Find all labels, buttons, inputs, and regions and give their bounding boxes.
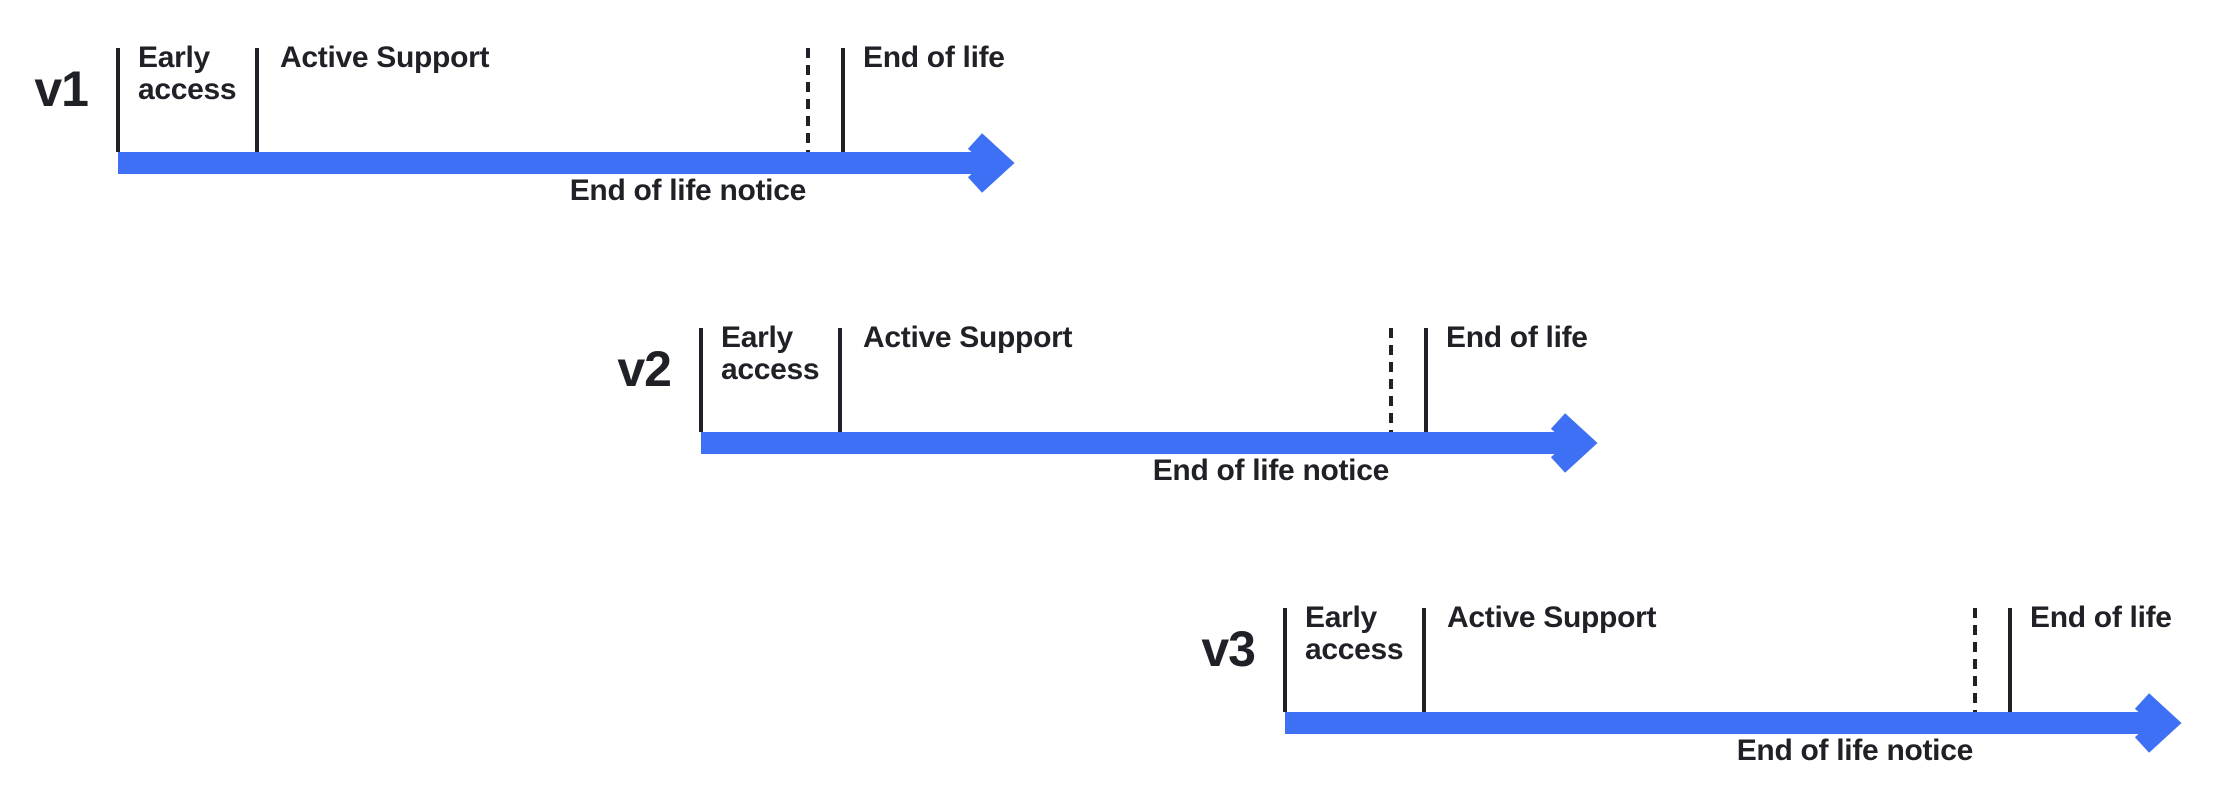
stage-label-early-access: Early access [721, 321, 820, 386]
timeline-bar [1285, 712, 2157, 734]
tick-end-of-life [841, 48, 845, 152]
eol-notice-label: End of life notice [1736, 734, 1974, 767]
tick-end-of-life [1424, 328, 1428, 432]
tick-active-support [255, 48, 259, 152]
stage-label-active-support: Active Support [280, 41, 490, 74]
tick-early-access [1283, 608, 1287, 712]
stage-label-active-support: Active Support [863, 321, 1073, 354]
version-label: v1 [34, 61, 89, 117]
tick-early-access [116, 48, 120, 152]
tick-end-of-life [2008, 608, 2012, 712]
stage-label-end-of-life: End of life [863, 41, 1005, 74]
tick-active-support [1422, 608, 1426, 712]
early-access-line2: access [1305, 633, 1404, 666]
eol-notice-label: End of life notice [1152, 454, 1390, 487]
timeline-bar [701, 432, 1573, 454]
stage-label-active-support: Active Support [1447, 601, 1657, 634]
dashed-eol-notice-tick [1973, 608, 1977, 712]
eol-notice-label: End of life notice [569, 174, 807, 207]
stage-label-early-access: Early access [1305, 601, 1404, 666]
arrow-head-icon [2134, 693, 2182, 753]
tick-early-access [699, 328, 703, 432]
tick-active-support [838, 328, 842, 432]
version-label: v2 [617, 341, 672, 397]
stage-label-end-of-life: End of life [1446, 321, 1588, 354]
arrow-head-icon [1550, 413, 1598, 473]
early-access-line1: Early [721, 321, 793, 354]
early-access-line2: access [721, 353, 820, 386]
timeline-bar [118, 152, 990, 174]
early-access-line1: Early [138, 41, 210, 74]
early-access-line1: Early [1305, 601, 1377, 634]
version-label: v3 [1201, 621, 1256, 677]
dashed-eol-notice-tick [806, 48, 810, 152]
arrow-head-icon [967, 133, 1015, 193]
dashed-eol-notice-tick [1389, 328, 1393, 432]
stage-label-early-access: Early access [138, 41, 237, 106]
stage-label-end-of-life: End of life [2030, 601, 2172, 634]
early-access-line2: access [138, 73, 237, 106]
